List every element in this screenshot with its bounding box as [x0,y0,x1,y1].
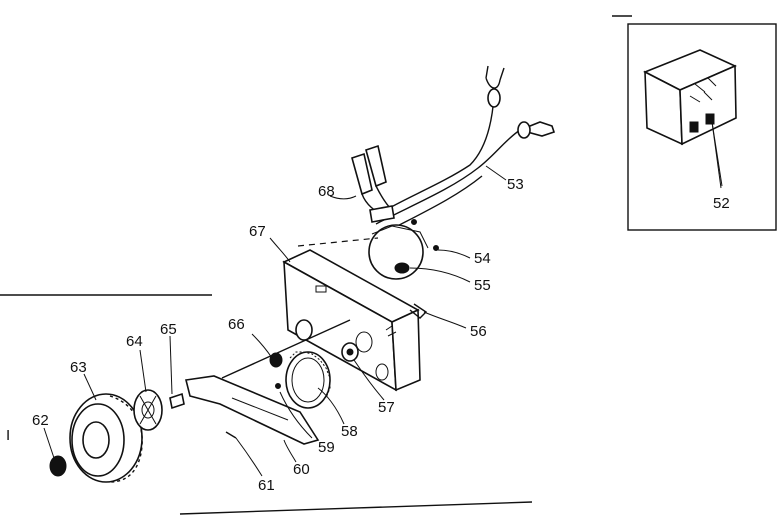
lever-arm [185,375,320,445]
gear-wheel [285,351,331,409]
callout-64: 64 [126,333,143,350]
callout-61: 61 [258,477,275,494]
cam-washer [341,342,359,362]
bushing [269,319,313,368]
plug-adapter [643,49,737,146]
knob-skirt [133,389,163,431]
leader-lines [43,121,722,477]
callout-56: 56 [470,323,487,340]
callout-62: 62 [32,412,49,429]
callout-65: 65 [160,321,177,338]
timer-plate [282,249,421,392]
callout-53: 53 [507,176,524,193]
set-screw [169,392,185,410]
callout-60: 60 [293,461,310,478]
callout-55: 55 [474,277,491,294]
callout-63: 63 [70,359,87,376]
inset-box [627,23,777,231]
callout-54: 54 [474,250,491,267]
callout-58: 58 [341,423,358,440]
callout-52: 52 [713,195,730,212]
side-mark: I [6,427,10,444]
callout-66: 66 [228,316,245,333]
callout-59: 59 [318,439,335,456]
callout-57: 57 [378,399,395,416]
bottom-rule [179,501,533,515]
wire-harness [371,65,556,233]
callout-67: 67 [249,223,266,240]
timer-motor [368,224,429,280]
control-knob [69,393,143,483]
wire-nuts [351,144,395,223]
knob-nut [49,455,67,477]
callout-68: 68 [318,183,335,200]
